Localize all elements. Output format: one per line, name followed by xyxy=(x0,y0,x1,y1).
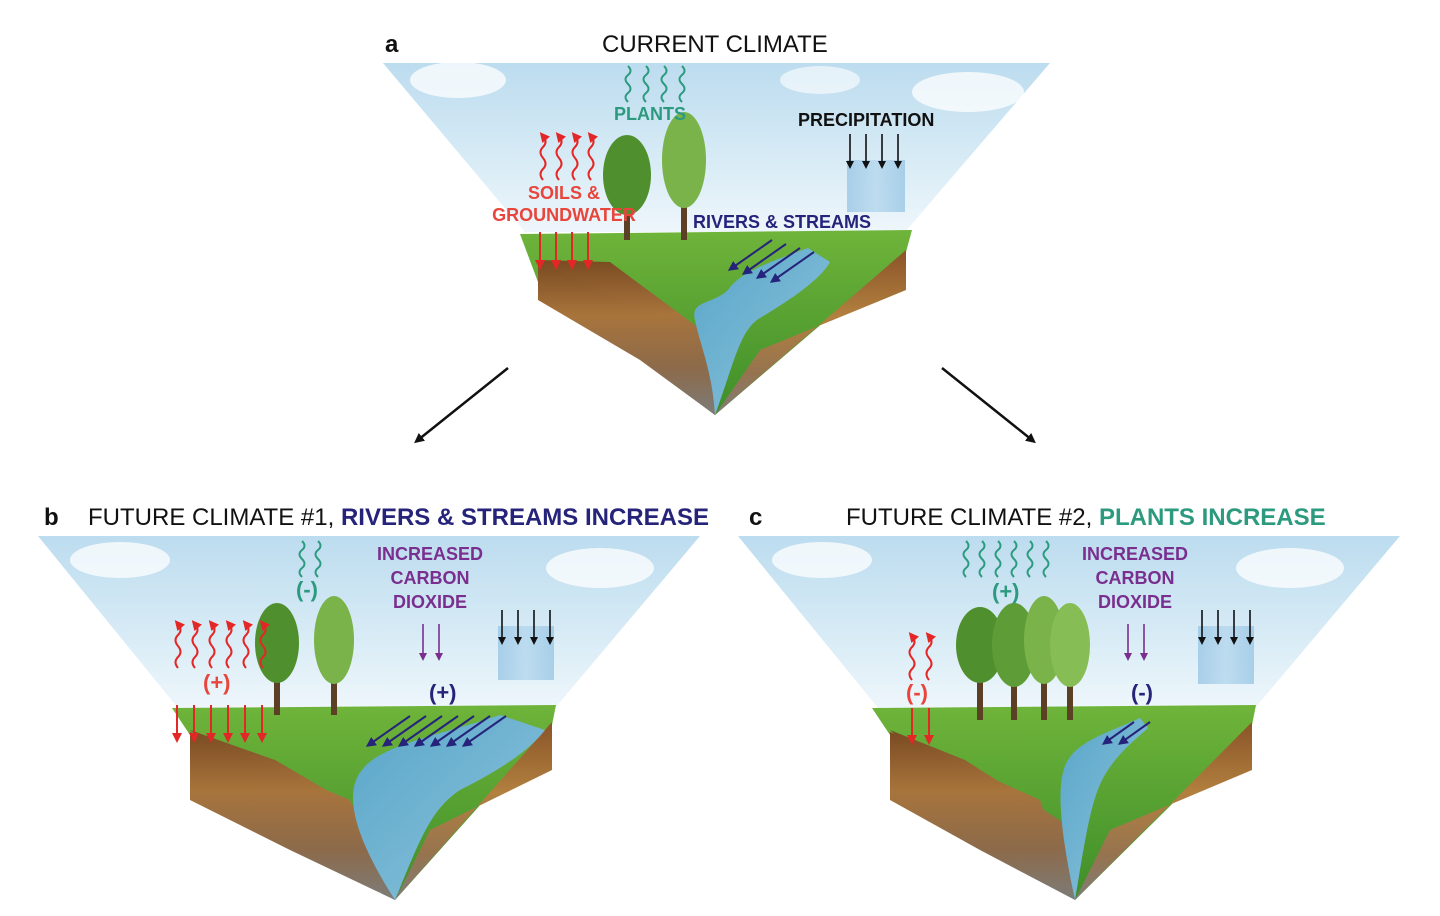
panel-a-stream xyxy=(694,248,830,415)
panel-a-cloud xyxy=(410,62,506,98)
panel-b-soil-flux-arrows xyxy=(172,620,271,743)
panel-a-scene xyxy=(383,62,1050,415)
panel-a-cloud xyxy=(780,66,860,94)
panel-c-co2-line1: INCREASED xyxy=(1081,544,1188,564)
panel-b-co2-line1: INCREASED xyxy=(376,544,483,564)
panel-c-cloud xyxy=(1236,548,1344,588)
panel-b-co2-arrows xyxy=(419,624,443,661)
panel-c-soil-right xyxy=(1075,722,1252,900)
panel-b-co2-line2: CARBON xyxy=(390,568,470,588)
panel-c-co2-arrows xyxy=(1124,624,1148,661)
panel-c-stream xyxy=(1060,718,1148,900)
panel-b-soil-front xyxy=(190,732,395,900)
panel-c-title-highlight: PLANTS INCREASE xyxy=(1098,504,1326,531)
panel-a-cloud xyxy=(912,72,1024,112)
panel-b-stream xyxy=(352,715,545,900)
panel-b-river-arrows xyxy=(365,715,507,747)
panel-a-soil-flux-arrows xyxy=(535,132,599,270)
panel-c-cloud xyxy=(772,542,872,578)
panel-c-title: FUTURE CLIMATE #2, PLANTS INCREASE xyxy=(846,504,1326,532)
panel-c-title-plain: FUTURE CLIMATE #2, xyxy=(846,504,1099,531)
panel-a-soil-front xyxy=(538,262,715,415)
panel-b-soil-right xyxy=(395,722,552,900)
panel-a-rivers-label: RIVERS & STREAMS xyxy=(693,212,872,232)
panel-c-letter: c xyxy=(749,504,763,531)
panel-a-plants-label: PLANTS xyxy=(614,104,686,124)
panel-b-title-plain: FUTURE CLIMATE #1, xyxy=(88,504,341,531)
panel-c-soil-front xyxy=(890,732,1075,900)
panel-a-river-arrows xyxy=(727,239,815,283)
panel-b-cloud xyxy=(546,548,654,588)
panel-b-plants-sign: (-) xyxy=(296,577,318,602)
arrow-to-panel-c xyxy=(941,367,1036,444)
panel-a-soils-label-line2: GROUNDWATER xyxy=(492,205,636,225)
panel-c-tree xyxy=(992,603,1036,720)
panel-a-tree xyxy=(603,135,651,240)
panel-a-precip-arrows xyxy=(846,134,902,169)
panel-c-co2-line2: CARBON xyxy=(1095,568,1175,588)
panel-c-co2-label: INCREASED CARBON DIOXIDE xyxy=(1065,542,1205,614)
panel-b-cloud xyxy=(70,542,170,578)
panel-b-precip-arrows xyxy=(498,610,554,645)
panel-c-soils-sign: (-) xyxy=(906,680,928,705)
panel-b-title: FUTURE CLIMATE #1, RIVERS & STREAMS INCR… xyxy=(88,504,709,532)
panel-a-letter: a xyxy=(385,31,399,58)
panel-b-soils-sign: (+) xyxy=(203,670,231,695)
panel-b-scene xyxy=(38,536,700,900)
panel-a-tree xyxy=(662,112,706,240)
panel-a-rain xyxy=(847,160,905,212)
panel-c-co2-line3: DIOXIDE xyxy=(1097,592,1172,612)
panel-c-tree xyxy=(1050,603,1090,720)
panel-c-precip-arrows xyxy=(1198,610,1254,645)
panel-a-soils-label: SOILS & GROUNDWATER xyxy=(486,182,642,226)
panel-b-co2-label: INCREASED CARBON DIOXIDE xyxy=(360,542,500,614)
panel-a-plant-flux-arrows xyxy=(624,65,686,103)
panel-b-plant-flux-arrows xyxy=(298,540,322,578)
panel-b-tree xyxy=(314,596,354,715)
panel-c-river-arrows xyxy=(1101,721,1151,745)
panel-c-tree xyxy=(956,607,1004,720)
panel-b-rivers-sign: (+) xyxy=(429,680,457,705)
panel-c-rain xyxy=(1198,626,1254,684)
panel-b-letter: b xyxy=(44,504,59,531)
panel-c-plants-sign: (+) xyxy=(992,579,1020,604)
panel-b-title-highlight: RIVERS & STREAMS INCREASE xyxy=(340,504,709,531)
panel-a-soils-label-line1: SOILS & xyxy=(527,183,600,203)
panel-a-precip-label: PRECIPITATION xyxy=(798,110,935,130)
panel-b-co2-line3: DIOXIDE xyxy=(392,592,467,612)
panel-c-scene xyxy=(738,536,1400,900)
panel-c-rivers-sign: (-) xyxy=(1131,680,1153,705)
panel-a-title: CURRENT CLIMATE xyxy=(602,31,828,58)
panel-c-soil-flux-arrows xyxy=(907,632,937,745)
panel-c-plant-flux-arrows xyxy=(962,540,1050,578)
panel-a-soil-right xyxy=(715,250,906,415)
panel-b-rain xyxy=(498,626,554,680)
arrow-to-panel-b xyxy=(414,367,509,444)
